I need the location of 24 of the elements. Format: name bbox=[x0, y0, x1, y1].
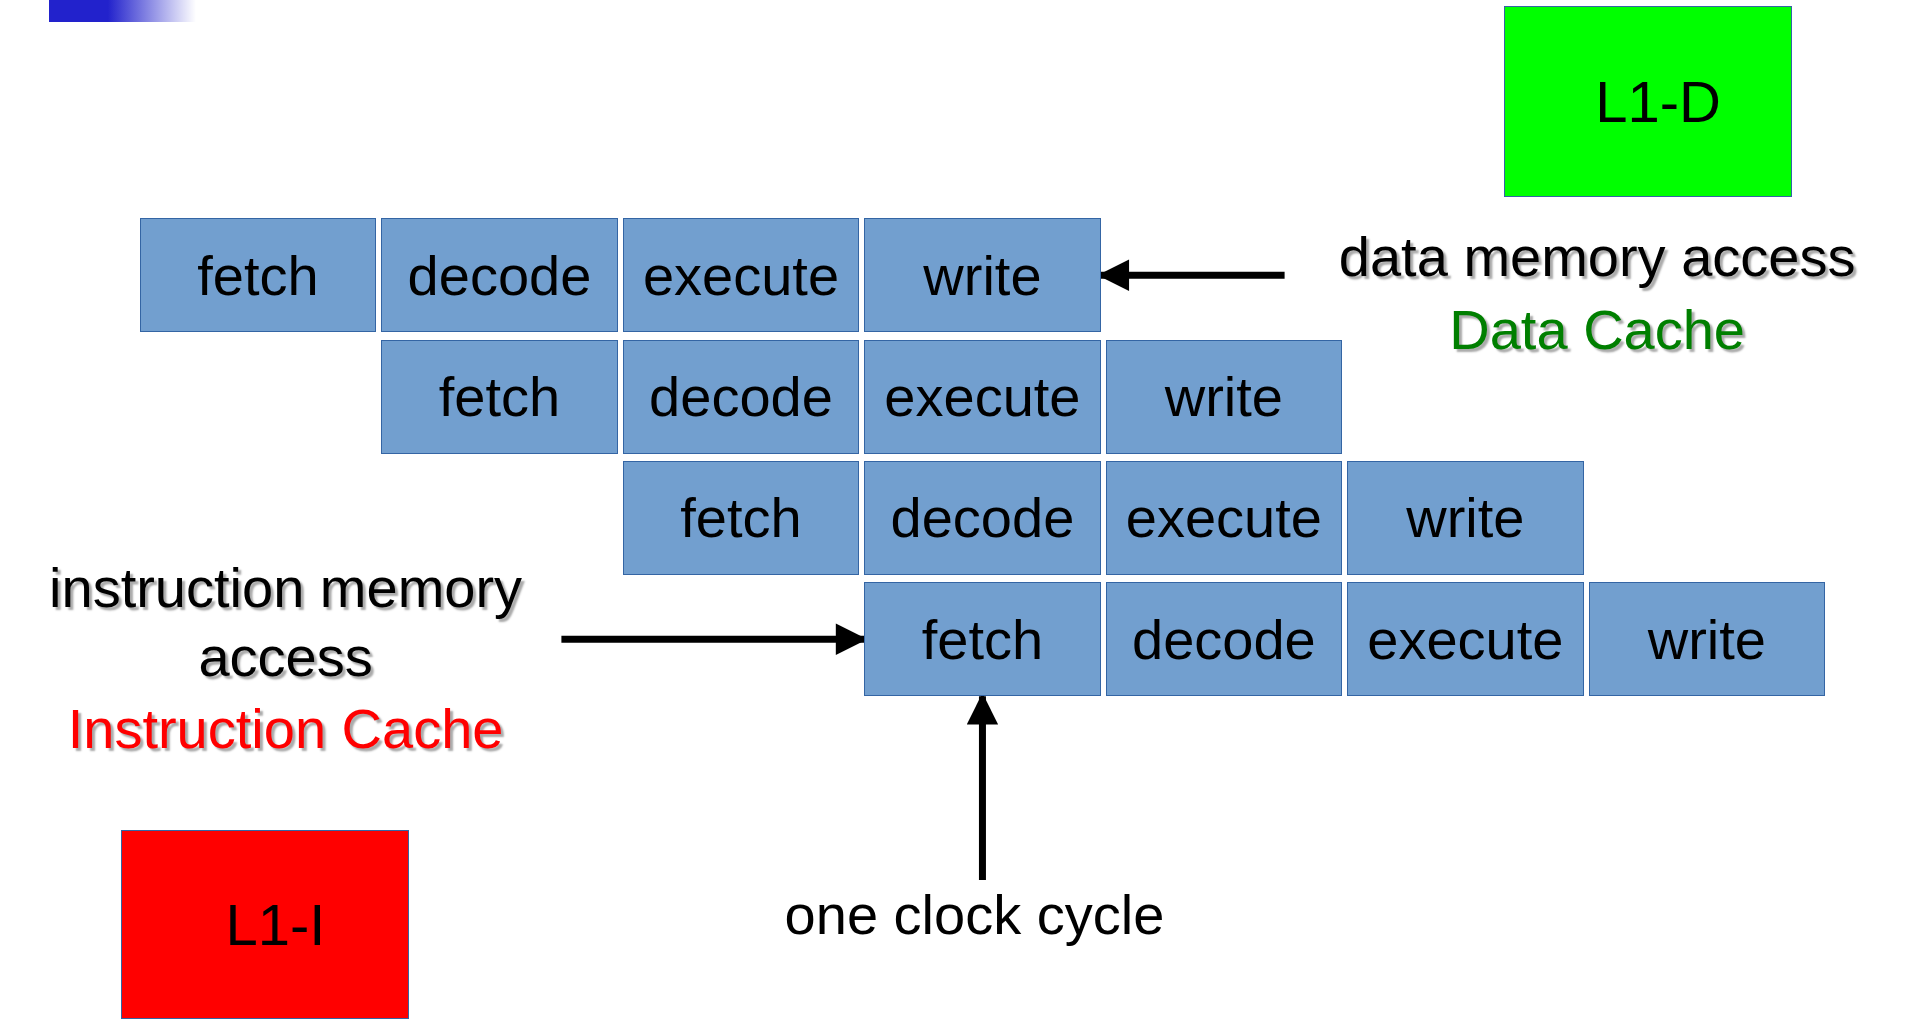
pipeline-stage-box: execute bbox=[622, 218, 860, 333]
pipeline-stage-box: fetch bbox=[622, 460, 860, 575]
pipeline-stage-box: execute bbox=[864, 339, 1101, 454]
pipeline-stage-box: fetch bbox=[864, 582, 1101, 697]
pipeline-stage-box: decode bbox=[1105, 582, 1343, 697]
annotation-text: one clock cycle bbox=[784, 882, 1165, 949]
pipeline-stage-box: execute bbox=[1347, 582, 1584, 697]
pipeline-stage-box: decode bbox=[622, 339, 860, 454]
pipeline-stage-box: execute bbox=[1105, 460, 1343, 575]
pipeline-stage-box: write bbox=[1347, 460, 1584, 575]
cache-box: L1-D bbox=[1504, 6, 1793, 198]
annotation-text: data memory access bbox=[1338, 224, 1856, 291]
pipeline-stage-box: fetch bbox=[381, 339, 618, 454]
cache-label: Instruction Cache bbox=[67, 696, 504, 762]
pipeline-stage-box: write bbox=[1105, 339, 1343, 454]
pipeline-stage-box: write bbox=[864, 218, 1101, 333]
annotation-text: instruction memory access bbox=[48, 555, 524, 690]
pipeline-stage-box: fetch bbox=[139, 218, 377, 333]
pipeline-stage-box: decode bbox=[864, 460, 1101, 575]
arrow bbox=[966, 693, 999, 881]
pipeline-stage-box: write bbox=[1588, 582, 1826, 697]
pipeline-stage-box: decode bbox=[381, 218, 618, 333]
cache-label: Data Cache bbox=[1449, 296, 1745, 363]
cache-box: L1-I bbox=[121, 829, 410, 1019]
